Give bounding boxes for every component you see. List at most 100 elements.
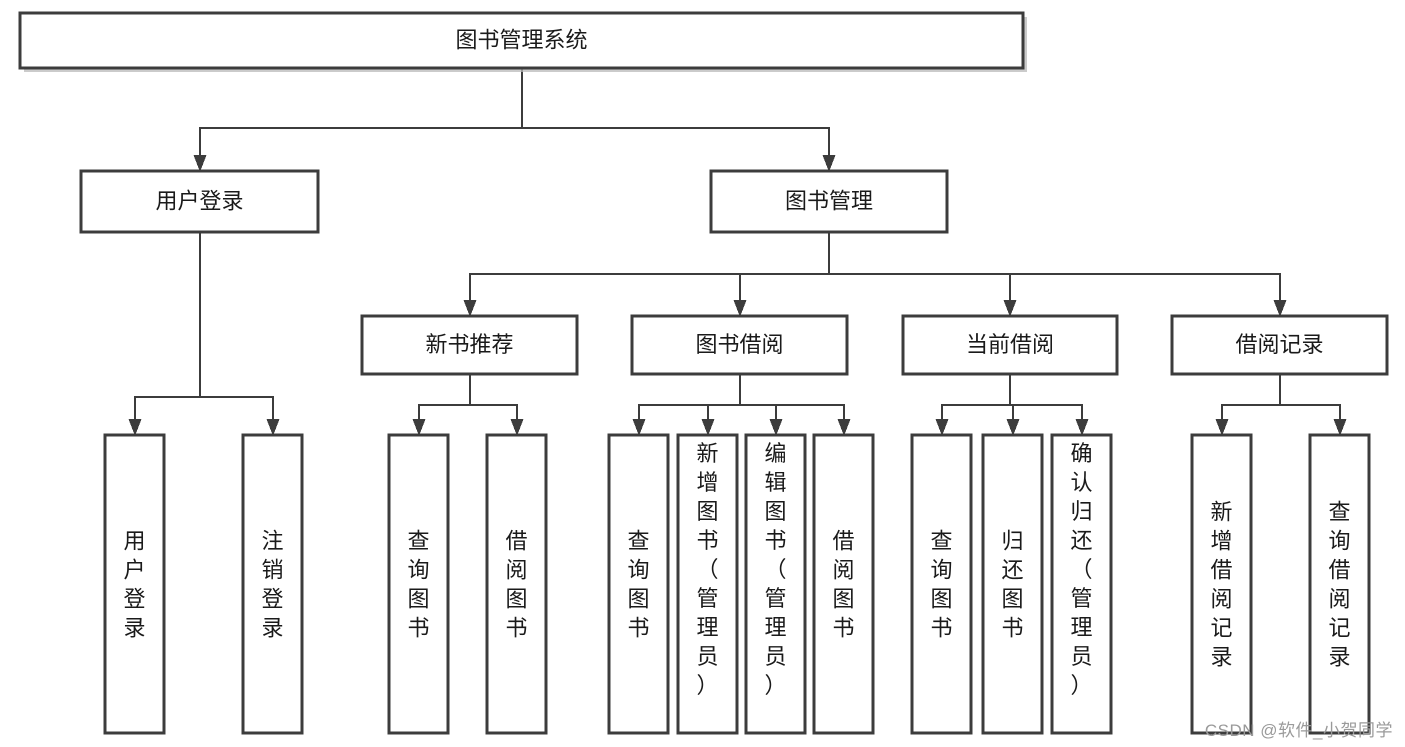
- node-leaf-user-login[interactable]: 用户登录: [103, 433, 166, 735]
- node-user-login[interactable]: 用户登录: [79, 169, 320, 234]
- node-leaf-add-record[interactable]: 新增借阅记录: [1190, 433, 1253, 735]
- arrow-head-icon: [1075, 419, 1089, 436]
- node-label: 新增借阅记录: [1210, 500, 1232, 670]
- arrow-head-icon: [510, 419, 524, 436]
- connector-line: [1220, 374, 1282, 421]
- arrow-head-icon: [1006, 419, 1020, 436]
- arrow-head-icon: [733, 300, 747, 317]
- connector-line: [417, 374, 472, 421]
- node-leaf-query-record[interactable]: 查询借阅记录: [1308, 433, 1371, 735]
- connector-line: [468, 232, 831, 302]
- connector-e-book-borrow-leaf-add-book: [701, 374, 742, 436]
- node-label: 新增图书（管理员）: [696, 441, 718, 698]
- arrow-head-icon: [266, 419, 280, 436]
- arrow-head-icon: [837, 419, 851, 436]
- connector-e-book-borrow-leaf-borrow-book-2: [738, 374, 851, 436]
- node-rect[interactable]: [812, 433, 875, 735]
- edge-layer: [128, 68, 1347, 436]
- node-rect[interactable]: [630, 314, 849, 376]
- node-rect[interactable]: [607, 433, 670, 735]
- connector-line: [133, 232, 202, 421]
- node-rect[interactable]: [676, 433, 739, 735]
- connector-e-new-book-rec-leaf-borrow-book-1: [468, 374, 524, 436]
- connector-e-new-book-rec-leaf-query-book-1: [412, 374, 472, 436]
- connector-e-user-login-leaf-user-login: [128, 232, 202, 436]
- node-rect[interactable]: [981, 433, 1044, 735]
- connector-line: [198, 68, 524, 157]
- node-rect[interactable]: [744, 433, 807, 735]
- node-leaf-query-book-2[interactable]: 查询图书: [607, 433, 670, 735]
- node-label: 注销登录: [261, 529, 283, 641]
- node-leaf-borrow-book-1[interactable]: 借阅图书: [485, 433, 548, 735]
- connector-e-root-book-manage: [520, 68, 836, 172]
- node-rect[interactable]: [18, 11, 1025, 70]
- node-label: 图书管理: [785, 188, 873, 213]
- node-new-book-rec[interactable]: 新书推荐: [360, 314, 579, 376]
- node-rect[interactable]: [910, 433, 973, 735]
- connector-line: [827, 232, 1282, 302]
- arrow-head-icon: [1215, 419, 1229, 436]
- connector-line: [1008, 374, 1084, 421]
- node-label: 用户登录: [123, 529, 145, 641]
- connector-line: [520, 68, 831, 157]
- connector-e-root-user-login: [193, 68, 524, 172]
- node-label: 新书推荐: [425, 332, 513, 357]
- node-label: 查询图书: [627, 529, 649, 641]
- connector-line: [940, 374, 1012, 421]
- arrow-head-icon: [769, 419, 783, 436]
- node-rect[interactable]: [901, 314, 1119, 376]
- node-rect[interactable]: [241, 433, 304, 735]
- arrow-head-icon: [1273, 300, 1287, 317]
- node-rect[interactable]: [79, 169, 320, 234]
- node-label: 查询图书: [407, 529, 429, 641]
- node-label: 图书借阅: [695, 332, 783, 357]
- arrow-head-icon: [1003, 300, 1017, 317]
- connector-line: [468, 374, 519, 421]
- node-rect[interactable]: [1308, 433, 1371, 735]
- node-leaf-confirm-return[interactable]: 确认归还（管理员）: [1050, 433, 1113, 735]
- connector-e-book-manage-book-borrow: [733, 232, 831, 317]
- watermark-label: CSDN @软件_小贺同学: [1204, 721, 1393, 740]
- connector-e-current-borrow-leaf-query-book-3: [935, 374, 1012, 436]
- connector-line: [738, 374, 846, 421]
- node-leaf-query-book-1[interactable]: 查询图书: [387, 433, 450, 735]
- node-leaf-edit-book[interactable]: 编辑图书（管理员）: [744, 433, 807, 735]
- node-rect[interactable]: [1050, 433, 1113, 735]
- arrow-head-icon: [128, 419, 142, 436]
- node-rect[interactable]: [103, 433, 166, 735]
- node-leaf-borrow-book-2[interactable]: 借阅图书: [812, 433, 875, 735]
- node-leaf-query-book-3[interactable]: 查询图书: [910, 433, 973, 735]
- node-rect[interactable]: [387, 433, 450, 735]
- connector-line: [706, 374, 742, 421]
- node-label: 确认归还（管理员）: [1070, 441, 1092, 698]
- node-label: 查询图书: [930, 529, 952, 641]
- node-rect[interactable]: [360, 314, 579, 376]
- node-label: 借阅记录: [1235, 332, 1323, 357]
- node-book-borrow[interactable]: 图书借阅: [630, 314, 849, 376]
- node-root[interactable]: 图书管理系统: [18, 11, 1027, 72]
- node-book-manage[interactable]: 图书管理: [709, 169, 949, 234]
- node-current-borrow[interactable]: 当前借阅: [901, 314, 1119, 376]
- connector-line: [1278, 374, 1342, 421]
- arrow-head-icon: [632, 419, 646, 436]
- node-label: 归还图书: [1001, 529, 1023, 641]
- node-label: 查询借阅记录: [1328, 500, 1350, 670]
- node-leaf-add-book[interactable]: 新增图书（管理员）: [676, 433, 739, 735]
- node-borrow-record[interactable]: 借阅记录: [1170, 314, 1389, 376]
- arrow-head-icon: [701, 419, 715, 436]
- node-rect[interactable]: [1170, 314, 1389, 376]
- node-label: 图书管理系统: [455, 27, 587, 52]
- node-rect[interactable]: [1190, 433, 1253, 735]
- arrow-head-icon: [463, 300, 477, 317]
- arrow-head-icon: [412, 419, 426, 436]
- node-leaf-return-book[interactable]: 归还图书: [981, 433, 1044, 735]
- node-leaf-logout[interactable]: 注销登录: [241, 433, 304, 735]
- connector-e-borrow-record-leaf-add-record: [1215, 374, 1282, 436]
- node-rect[interactable]: [485, 433, 548, 735]
- node-label: 当前借阅: [966, 332, 1054, 357]
- arrow-head-icon: [935, 419, 949, 436]
- node-rect[interactable]: [709, 169, 949, 234]
- arrow-head-icon: [193, 155, 207, 172]
